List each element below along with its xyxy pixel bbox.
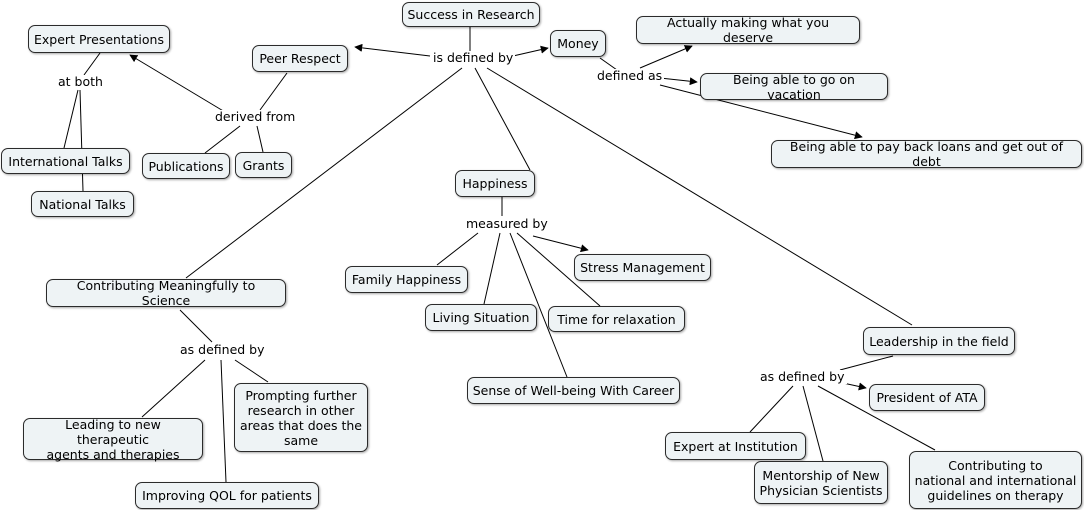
concept-family-happiness[interactable]: Family Happiness bbox=[345, 266, 468, 293]
concept-happiness[interactable]: Happiness bbox=[455, 170, 535, 197]
concept-time-for-relaxation[interactable]: Time for relaxation bbox=[548, 306, 685, 332]
link-derived-publications bbox=[204, 125, 241, 154]
link-derived-expert bbox=[129, 54, 226, 113]
concept-national-talks[interactable]: National Talks bbox=[31, 191, 134, 217]
link-label-derived-from: derived from bbox=[213, 109, 298, 125]
link-label-measured-by: measured by bbox=[464, 216, 550, 232]
link-measured-stress bbox=[532, 235, 589, 253]
link-measured-time bbox=[516, 232, 601, 307]
link-to-leadership bbox=[486, 67, 913, 326]
concept-living-situation[interactable]: Living Situation bbox=[425, 304, 537, 331]
concept-vacation[interactable]: Being able to go on vacation bbox=[700, 72, 888, 102]
link-asdefined-mentorship bbox=[802, 385, 824, 462]
concept-publications[interactable]: Publications bbox=[142, 153, 230, 179]
link-derived-grants bbox=[256, 125, 264, 153]
link-asdefined-guidelines bbox=[817, 385, 936, 451]
concept-expert-at-institution[interactable]: Expert at Institution bbox=[665, 432, 806, 460]
link-atboth-national bbox=[79, 89, 84, 192]
concept-guidelines[interactable]: Contributing to national and internation… bbox=[909, 451, 1082, 509]
concept-contributing-to-science[interactable]: Contributing Meaningfully to Science bbox=[46, 278, 286, 308]
link-asdefined-qol bbox=[220, 359, 227, 483]
link-asdefined-prompting bbox=[234, 359, 269, 383]
concept-money[interactable]: Money bbox=[550, 30, 606, 57]
concept-mentorship[interactable]: Mentorship of New Physician Scientists bbox=[754, 461, 888, 504]
link-atboth-international bbox=[63, 89, 79, 149]
link-asdefined-president bbox=[842, 382, 867, 391]
concept-prompting-further-research[interactable]: Prompting further research in other area… bbox=[234, 383, 368, 452]
link-money-definedas bbox=[599, 57, 618, 71]
link-to-peer-respect bbox=[354, 43, 431, 57]
concept-stress-management[interactable]: Stress Management bbox=[574, 254, 711, 281]
link-definedas-actually bbox=[639, 45, 693, 69]
link-to-contributing bbox=[185, 67, 463, 279]
concept-success-in-research[interactable]: Success in Research bbox=[402, 2, 540, 27]
link-label-at-both: at both bbox=[56, 74, 105, 90]
link-definedas-loans bbox=[659, 84, 863, 140]
concept-international-talks[interactable]: International Talks bbox=[1, 148, 130, 174]
concept-leadership-in-field[interactable]: Leadership in the field bbox=[863, 327, 1015, 355]
concept-improving-qol[interactable]: Improving QOL for patients bbox=[135, 482, 319, 509]
link-measured-wellbeing bbox=[509, 232, 568, 378]
link-label-as-defined-by-science: as defined by bbox=[178, 342, 267, 358]
link-leadership-asdefined bbox=[839, 355, 894, 371]
link-contributing-asdefined bbox=[179, 309, 213, 343]
link-expert-atboth bbox=[83, 52, 101, 76]
link-measured-living bbox=[483, 232, 501, 305]
concept-well-being[interactable]: Sense of Well-being With Career bbox=[467, 377, 680, 404]
concept-grants[interactable]: Grants bbox=[235, 152, 292, 178]
concept-president-of-ata[interactable]: President of ATA bbox=[869, 384, 985, 411]
link-measured-family bbox=[436, 232, 479, 266]
link-to-money bbox=[512, 45, 549, 57]
concept-new-therapeutic-agents[interactable]: Leading to new therapeutic agents and th… bbox=[23, 417, 203, 462]
link-asdefined-agents bbox=[141, 359, 206, 418]
link-label-as-defined-by-leadership: as defined by bbox=[758, 369, 847, 385]
link-peer-derived bbox=[259, 72, 288, 111]
concept-pay-back-loans[interactable]: Being able to pay back loans and get out… bbox=[771, 139, 1082, 169]
link-asdefined-expertinst bbox=[749, 385, 794, 433]
concept-peer-respect[interactable]: Peer Respect bbox=[252, 45, 348, 72]
link-label-is-defined-by: is defined by bbox=[431, 50, 516, 66]
link-definedas-vacation bbox=[659, 77, 698, 86]
link-to-happiness bbox=[474, 67, 531, 171]
link-label-defined-as: defined as bbox=[595, 68, 665, 84]
concept-expert-presentations[interactable]: Expert Presentations bbox=[28, 25, 170, 53]
concept-actually-making[interactable]: Actually making what you deserve bbox=[636, 15, 860, 45]
